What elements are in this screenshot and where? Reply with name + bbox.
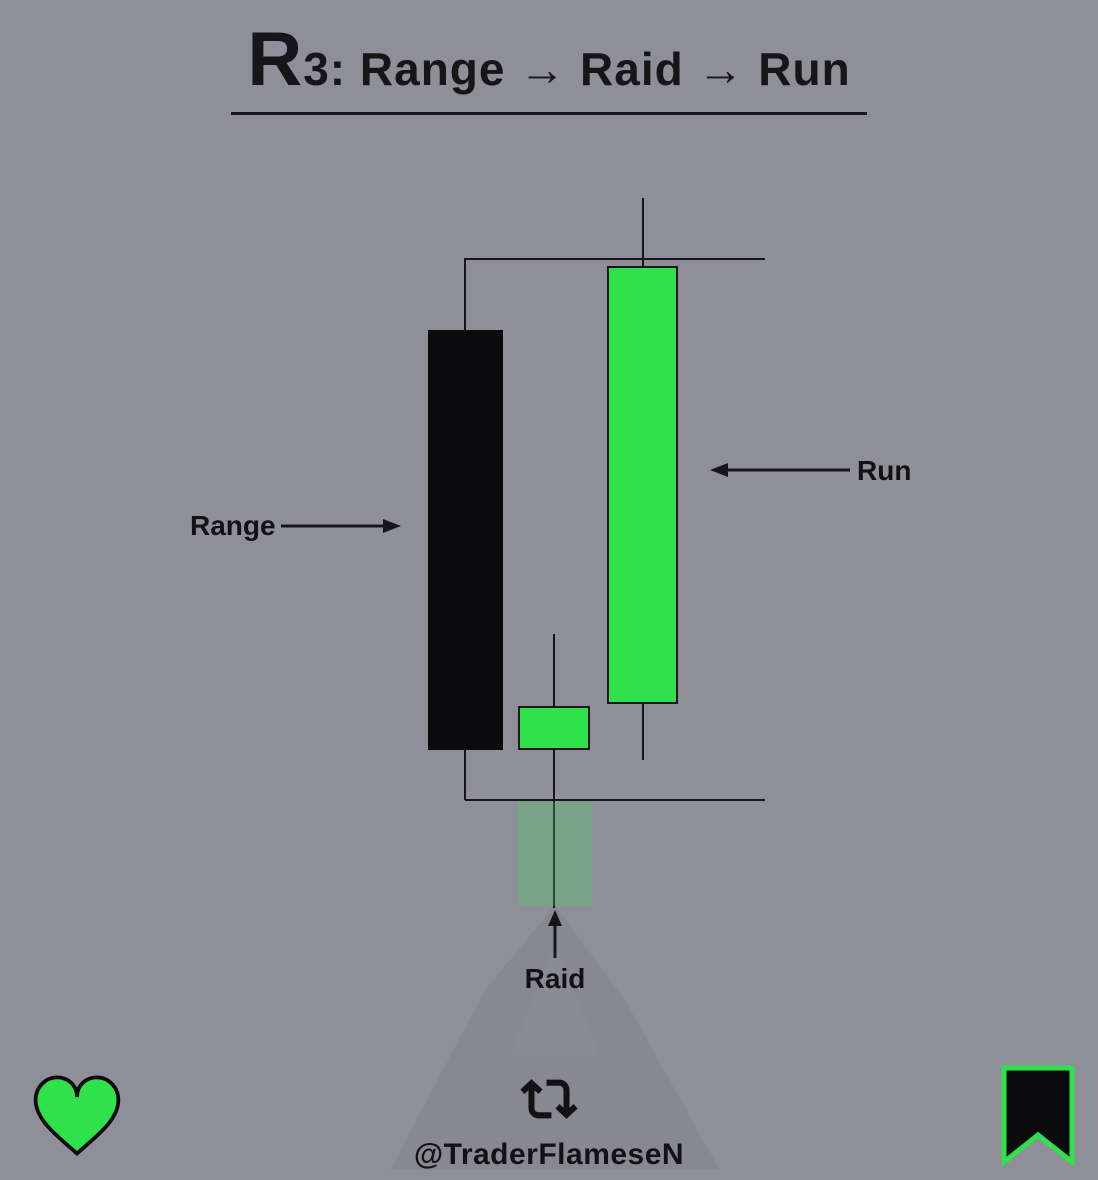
page-title: R3: Range → Raid → Run: [0, 22, 1098, 115]
background-watermark-logo: [390, 905, 720, 1170]
range-low-line: [465, 799, 765, 801]
title-underline: R3: Range → Raid → Run: [231, 22, 867, 115]
raid-label: Raid: [524, 963, 586, 994]
range-candle-body: [428, 330, 503, 750]
range-high-line: [465, 258, 765, 260]
bookmark-icon[interactable]: [1000, 1064, 1076, 1168]
repost-icon[interactable]: [517, 1070, 581, 1128]
raid-arrow: [548, 910, 562, 958]
run-arrow: [710, 463, 850, 477]
range-arrow: [281, 519, 401, 533]
raid-candle-body: [518, 706, 590, 750]
account-handle: @TraderFlameseN: [413, 1138, 685, 1171]
title-text: 3: Range → Raid → Run: [303, 43, 851, 95]
range-candle-upper-wick: [464, 258, 466, 330]
heart-icon[interactable]: [30, 1068, 124, 1160]
range-label: Range: [190, 510, 276, 541]
title-big-letter: R: [247, 17, 304, 102]
raid-candle-lower-wick: [553, 750, 555, 908]
raid-liquidity-zone: [518, 802, 592, 906]
raid-candle-upper-wick: [553, 634, 555, 706]
run-label: Run: [857, 455, 912, 486]
run-candle-body: [607, 266, 678, 704]
range-candle-lower-wick: [464, 750, 466, 800]
run-candle-upper-wick: [642, 198, 644, 266]
run-candle-lower-wick: [642, 704, 644, 760]
